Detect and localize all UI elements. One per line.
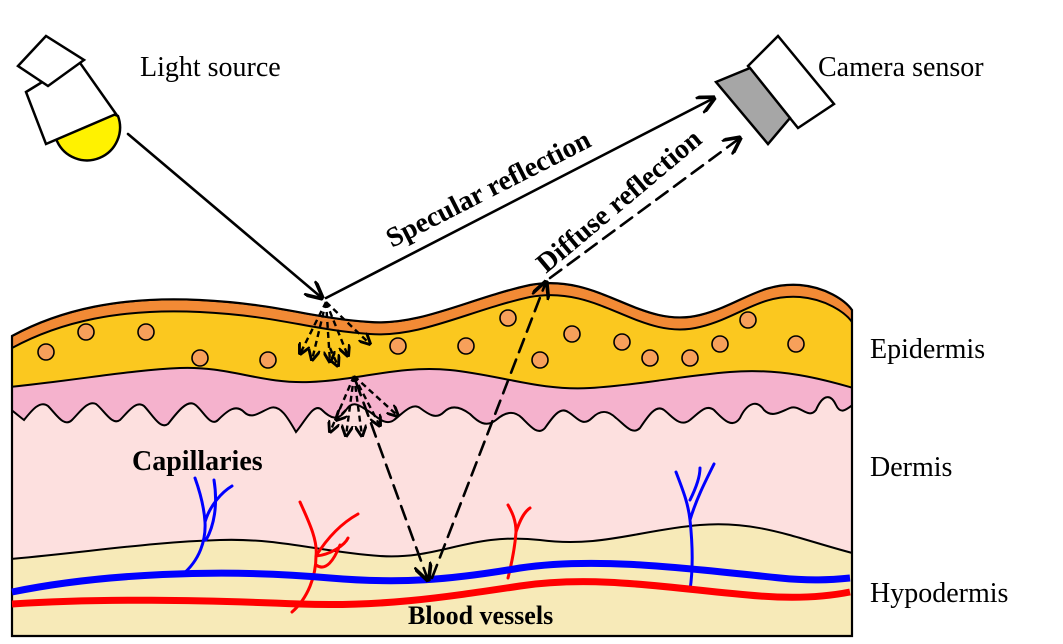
light-rays: [126, 98, 740, 580]
epidermis-label: Epidermis: [870, 334, 985, 365]
epidermis-cell: [787, 335, 805, 353]
dermis-label: Dermis: [870, 452, 952, 483]
epidermis-cell: [457, 337, 475, 355]
skin-outline: [10, 282, 854, 638]
epidermis-cell: [137, 323, 155, 341]
epidermis-cells: [37, 309, 805, 369]
lamp-top: [16, 34, 87, 88]
skin-cross-section: [12, 283, 852, 636]
epidermis-cell: [531, 351, 549, 369]
epidermis-cell: [681, 349, 699, 367]
incident-ray: [126, 132, 322, 298]
diffuse-ray-up: [430, 282, 546, 580]
camera-sensor-icon: [713, 34, 836, 146]
diffuse-reflection-ray: [548, 138, 740, 280]
diffuse-ray-down: [354, 380, 428, 580]
epidermis-cell: [563, 325, 581, 343]
light-source-icon: [16, 34, 122, 162]
scatter-arrows-lower: [330, 375, 398, 436]
capillary-red-middle: [506, 503, 532, 580]
epidermis-cell: [711, 335, 729, 353]
camera-sensor-label: Camera sensor: [818, 52, 984, 83]
artery-red: [11, 578, 851, 609]
specular-reflection-ray: [324, 98, 714, 300]
epidermis-cell: [191, 349, 209, 367]
epidermis-cell: [389, 337, 407, 355]
capillaries-label: Capillaries: [132, 446, 263, 477]
epidermis-cell: [613, 333, 631, 351]
dermis-hypodermis-boundary: [12, 523, 852, 561]
blood-vessels-label: Blood vessels: [408, 601, 553, 630]
epidermis-cell: [259, 351, 277, 369]
capillary-blue-right: [674, 462, 716, 592]
epidermis-cell: [641, 349, 659, 367]
capillary-blue-left: [180, 476, 234, 577]
scatter-arrows-upper: [300, 301, 370, 366]
blood-vessels-group: [11, 559, 851, 609]
capillaries-group: [180, 462, 716, 614]
camera-lens: [713, 66, 792, 146]
epidermis-cell: [739, 311, 757, 329]
epidermis-cell: [37, 343, 55, 361]
epidermis-cell: [77, 323, 95, 341]
epidermis-cell: [499, 309, 517, 327]
vein-blue: [11, 559, 851, 596]
hypodermis-label: Hypodermis: [870, 578, 1008, 609]
capillary-red-left: [290, 500, 360, 614]
light-source-label: Light source: [140, 52, 281, 83]
